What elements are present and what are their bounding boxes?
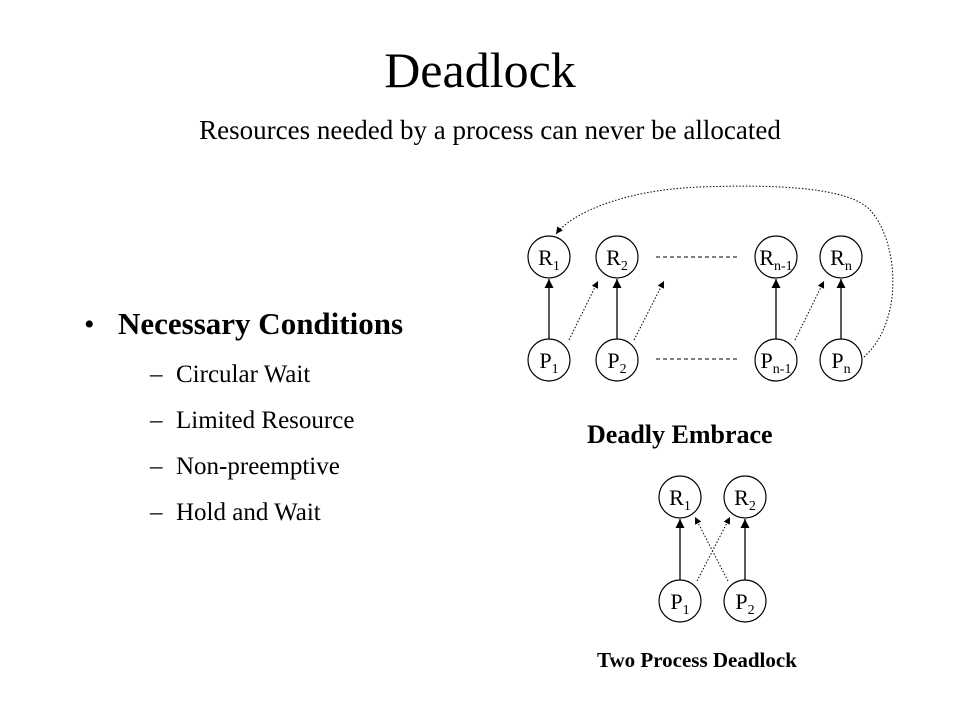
process-node: P1 [658,579,702,623]
svg-text:P1: P1 [670,589,689,618]
condition-item: –Circular Wait [150,358,354,404]
bullet-dot: • [84,308,95,341]
svg-text:P1: P1 [539,348,558,377]
condition-item: –Hold and Wait [150,496,354,542]
conditions-heading: Necessary Conditions [118,306,404,341]
dash-marker: – [150,453,163,480]
slide-subtitle: Resources needed by a process can never … [199,115,781,145]
svg-text:Pn: Pn [831,348,850,377]
dash-marker: – [150,361,163,388]
svg-text:P2: P2 [607,348,626,377]
svg-text:R2: R2 [734,485,756,514]
resource-node: Rn [819,235,863,279]
svg-text:Pn-1: Pn-1 [761,348,792,377]
condition-label: Hold and Wait [176,499,321,526]
svg-text:P2: P2 [735,589,754,618]
svg-text:R1: R1 [669,485,691,514]
condition-item: –Limited Resource [150,404,354,450]
request-arrow [696,516,731,582]
conditions-list: –Circular Wait –Limited Resource –Non-pr… [150,358,354,542]
process-node: Pn [819,338,863,382]
deadly-embrace-caption: Deadly Embrace [587,420,773,449]
request-arrow [794,280,825,341]
process-node: Pn-1 [754,338,798,382]
resource-node: R2 [723,475,767,519]
dash-marker: – [150,499,163,526]
condition-label: Limited Resource [176,407,355,434]
process-node: P2 [723,579,767,623]
svg-text:R1: R1 [538,245,560,274]
resource-node: R2 [595,235,639,279]
resource-node: R1 [658,475,702,519]
condition-label: Non-preemptive [176,453,340,480]
request-arrow [633,280,665,341]
slide-title: Deadlock [384,42,576,98]
process-node: P1 [527,338,571,382]
condition-item: –Non-preemptive [150,450,354,496]
process-node: P2 [595,338,639,382]
deadly-embrace-graph: R1 R2 Rn-1 Rn P1 P2 Pn-1 Pn [527,185,894,382]
resource-node: Rn-1 [754,235,798,279]
resource-node: R1 [527,235,571,279]
svg-text:Rn: Rn [830,245,852,274]
two-process-caption: Two Process Deadlock [597,648,797,672]
svg-text:Rn-1: Rn-1 [759,245,792,274]
svg-text:R2: R2 [606,245,628,274]
dash-marker: – [150,407,163,434]
two-process-graph: R1 R2 P1 P2 [658,475,767,623]
condition-label: Circular Wait [176,361,311,388]
request-arrow [568,280,599,341]
request-arrow [694,516,729,582]
